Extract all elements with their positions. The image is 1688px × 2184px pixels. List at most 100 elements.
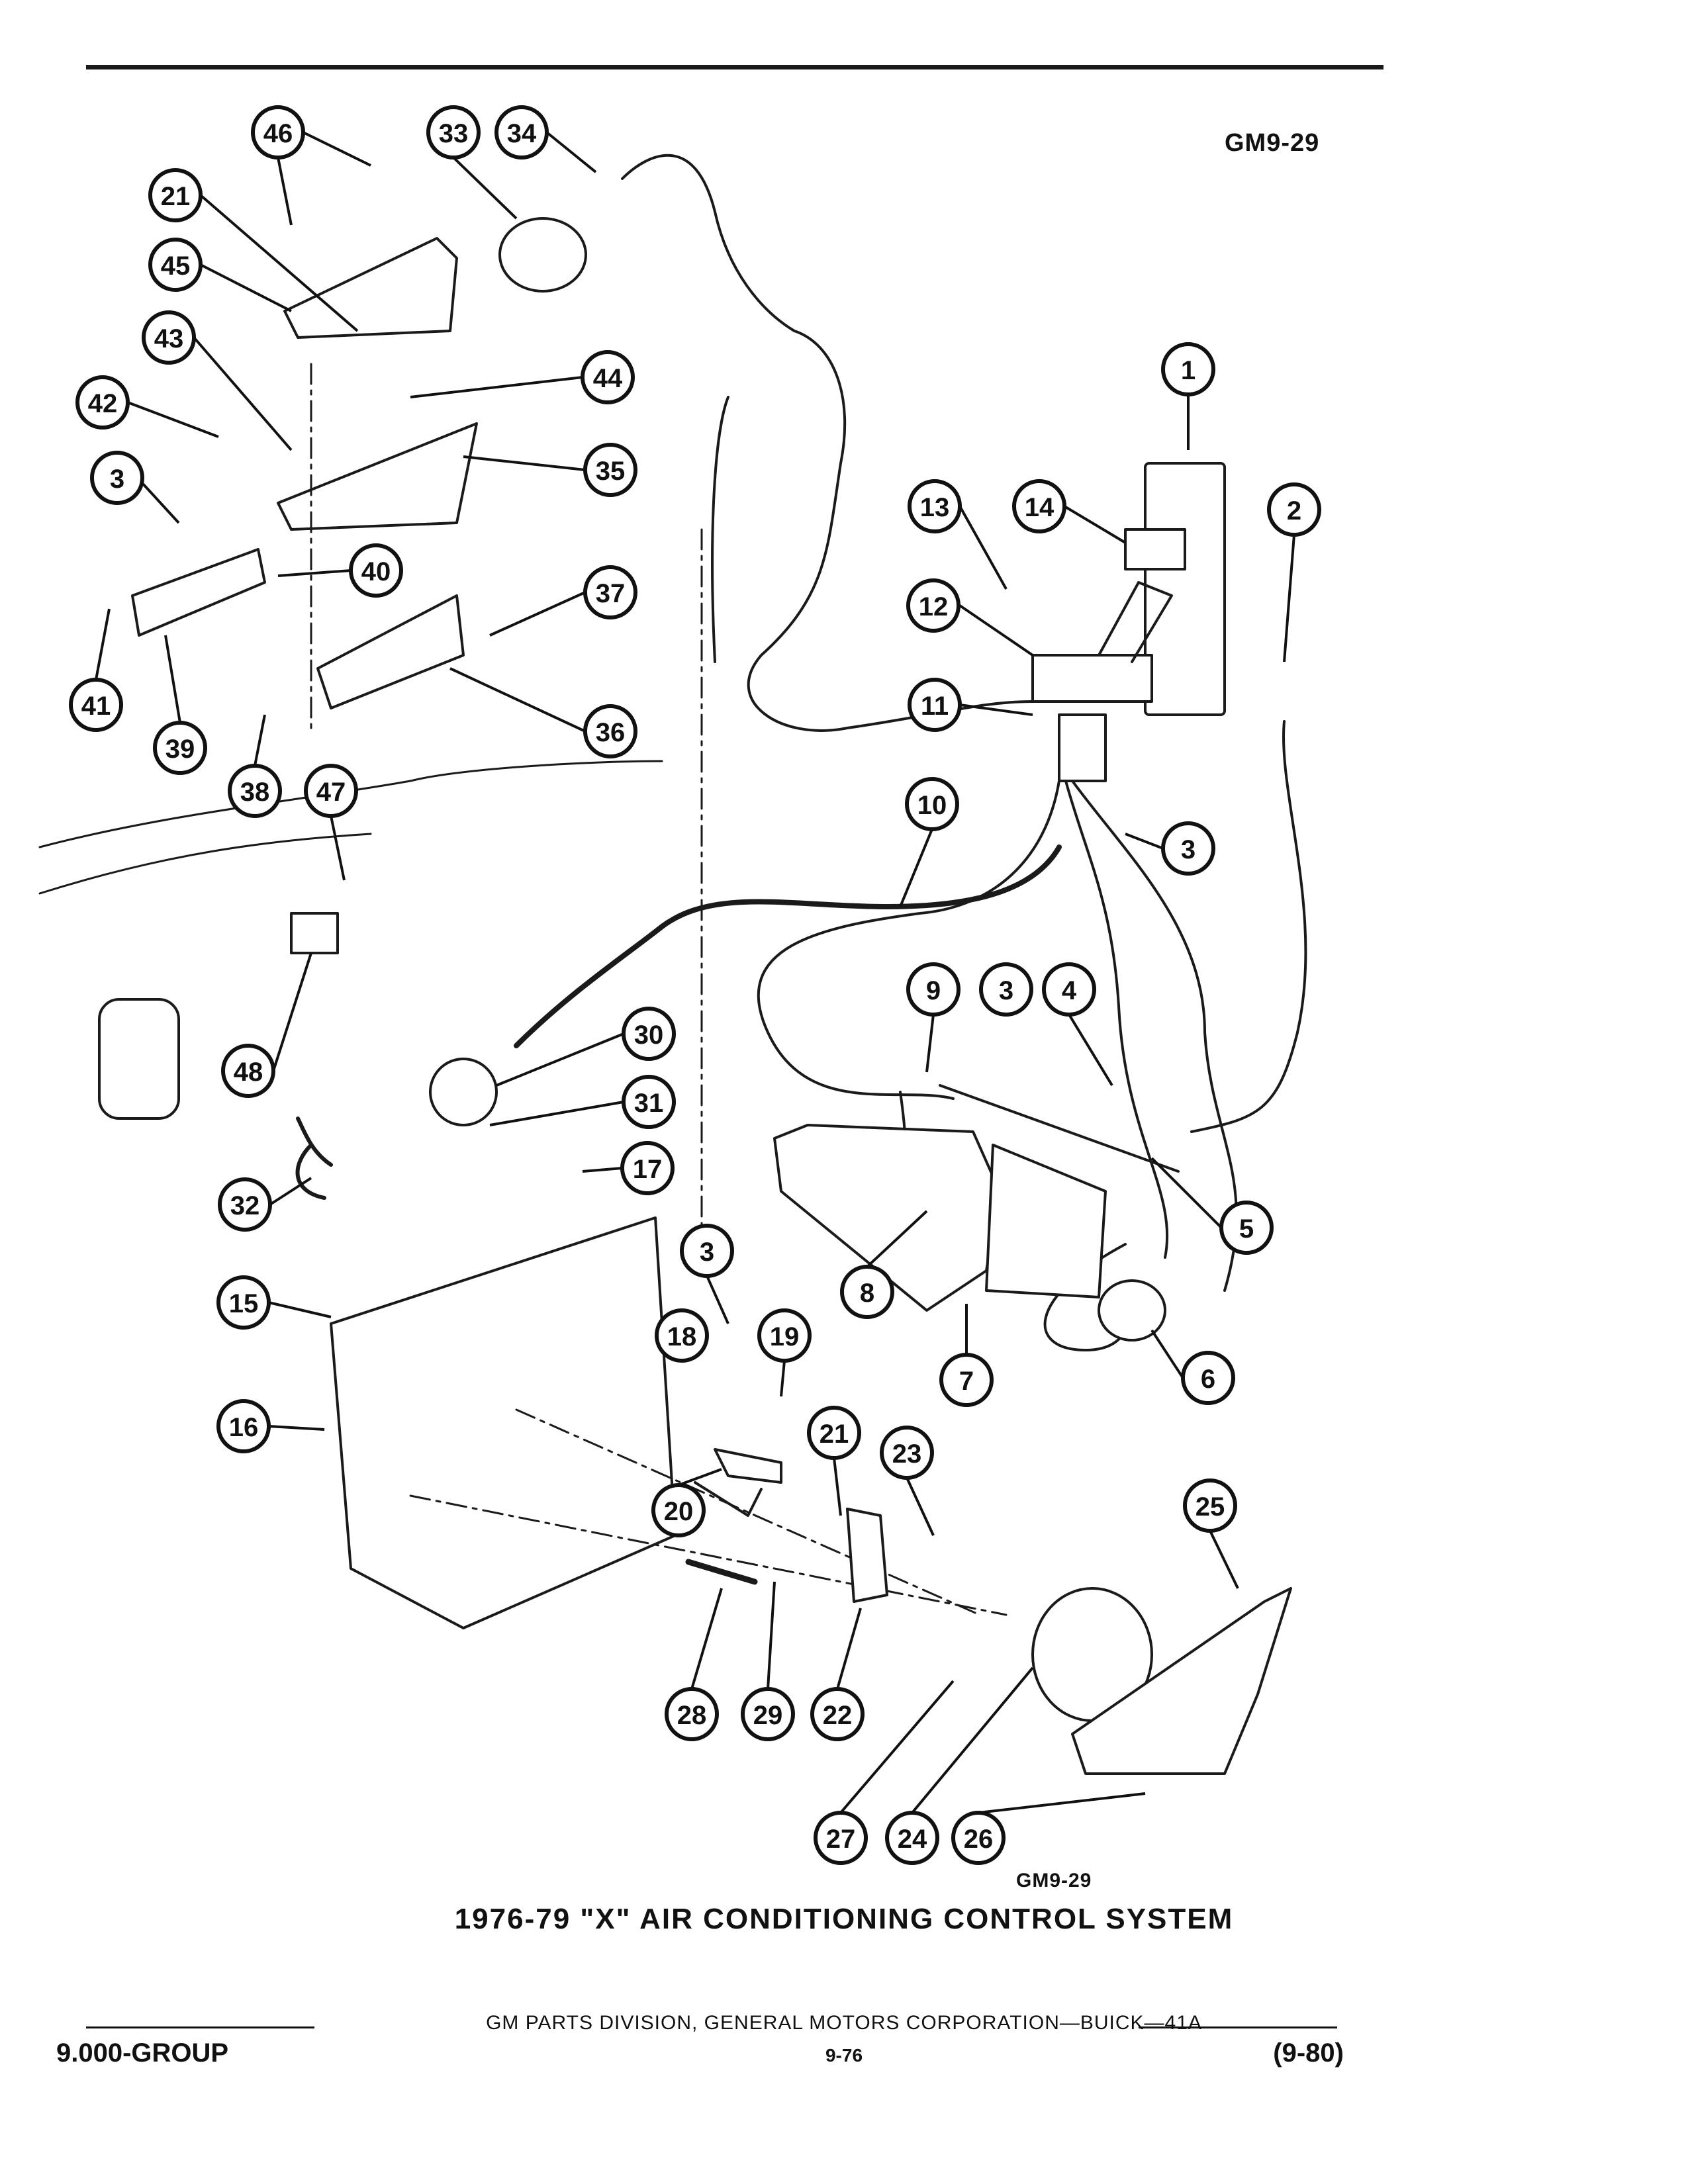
callout-5: 5	[1219, 1201, 1274, 1255]
svg-text:1: 1	[1181, 356, 1196, 385]
callout-11: 11	[908, 678, 962, 732]
svg-text:17: 17	[633, 1155, 663, 1184]
callout-4: 4	[1042, 962, 1096, 1017]
svg-text:4: 4	[1062, 976, 1077, 1005]
door-gasket-plate	[131, 548, 266, 637]
callout-27: 27	[814, 1811, 868, 1865]
callout-47: 47	[304, 764, 358, 818]
callout-12: 12	[906, 578, 961, 633]
relay-48	[290, 912, 339, 954]
hose-32	[295, 1116, 333, 1200]
svg-text:18: 18	[667, 1322, 697, 1351]
callout-20: 20	[651, 1483, 706, 1537]
svg-text:9: 9	[926, 976, 941, 1005]
footer-group: 9.000-GROUP	[56, 2038, 229, 2068]
callout-24: 24	[885, 1811, 939, 1865]
callout-14: 14	[1012, 479, 1066, 533]
callout-43: 43	[142, 310, 196, 365]
harness-left	[514, 844, 1062, 1048]
callout-22: 22	[810, 1687, 865, 1741]
vent-outlet	[985, 1144, 1107, 1298]
control-cable	[1190, 720, 1307, 1133]
callout-35: 35	[583, 443, 637, 497]
svg-text:25: 25	[1196, 1492, 1225, 1522]
control-switch	[1124, 528, 1186, 570]
leader-diagonal-2	[409, 1494, 1008, 1616]
air-valve-door	[277, 422, 478, 531]
control-head-housing	[1144, 462, 1226, 716]
control-lever	[1098, 581, 1173, 663]
callout-15: 15	[216, 1275, 271, 1330]
callouts: 1 2 3 3 3 3 4 5 6 7 8 9 10 11 12 13 14 1…	[69, 105, 1321, 1865]
svg-text:14: 14	[1025, 493, 1055, 522]
svg-text:34: 34	[507, 119, 537, 148]
callout-42: 42	[75, 375, 130, 430]
svg-text:24: 24	[898, 1825, 927, 1854]
svg-text:22: 22	[823, 1701, 853, 1730]
callout-13: 13	[908, 479, 962, 533]
svg-text:3: 3	[110, 465, 124, 494]
svg-text:19: 19	[770, 1322, 800, 1351]
svg-text:44: 44	[593, 364, 623, 393]
svg-text:35: 35	[596, 457, 626, 486]
hose-right-branch	[1071, 780, 1238, 1292]
callout-30: 30	[622, 1007, 676, 1061]
callout-33: 33	[426, 105, 481, 159]
svg-text:23: 23	[892, 1439, 922, 1469]
svg-text:45: 45	[161, 251, 191, 281]
svg-text:32: 32	[230, 1191, 260, 1220]
svg-text:37: 37	[596, 579, 626, 608]
callout-36: 36	[583, 704, 637, 758]
heater-case-panel	[330, 1216, 677, 1629]
svg-text:7: 7	[959, 1367, 974, 1396]
callout-7: 7	[939, 1353, 994, 1407]
svg-text:33: 33	[439, 119, 469, 148]
callout-29: 29	[741, 1687, 795, 1741]
callout-44: 44	[581, 350, 635, 404]
svg-text:6: 6	[1201, 1365, 1215, 1394]
footer-date: (9-80)	[1273, 2038, 1344, 2068]
callout-18: 18	[655, 1308, 709, 1363]
callout-6: 6	[1181, 1351, 1235, 1405]
leader-arrows	[95, 131, 1295, 1814]
svg-text:41: 41	[81, 692, 111, 721]
leader-diagonal	[515, 1408, 981, 1616]
footer-page-number: 9-76	[825, 2045, 863, 2066]
svg-text:48: 48	[234, 1058, 263, 1087]
svg-text:31: 31	[634, 1089, 664, 1118]
vacuum-hose-branch	[711, 396, 729, 663]
callout-45: 45	[148, 238, 203, 292]
svg-text:13: 13	[920, 493, 950, 522]
figure-code-top: GM9-29	[1225, 129, 1320, 157]
figure-title: 1976-79 "X" AIR CONDITIONING CONTROL SYS…	[454, 1903, 1234, 1935]
callout-3d: 3	[680, 1224, 734, 1278]
engine-compartment-outline	[38, 760, 663, 848]
vacuum-actuator-6-body	[1098, 1279, 1166, 1342]
top-rule	[86, 65, 1383, 69]
svg-text:47: 47	[316, 778, 346, 807]
callout-21b: 21	[807, 1406, 861, 1460]
cable-rod	[939, 1084, 1180, 1173]
callout-26: 26	[951, 1811, 1006, 1865]
callout-25: 25	[1183, 1479, 1237, 1533]
callout-1: 1	[1161, 342, 1215, 396]
vacuum-hose-main	[621, 154, 1034, 732]
callout-10: 10	[905, 777, 959, 831]
callout-40: 40	[349, 543, 403, 598]
hose-to-vent	[757, 780, 1060, 1100]
door-lever	[316, 594, 465, 709]
callout-17: 17	[620, 1141, 675, 1195]
svg-text:11: 11	[921, 692, 949, 721]
svg-text:29: 29	[753, 1701, 783, 1730]
callout-19: 19	[757, 1308, 812, 1363]
svg-text:40: 40	[361, 557, 391, 586]
callout-32: 32	[218, 1177, 272, 1232]
vacuum-actuator-33-body	[498, 217, 587, 293]
control-head-shaft	[1058, 713, 1107, 782]
svg-text:26: 26	[964, 1825, 994, 1854]
footer-rule-right	[1139, 2026, 1337, 2028]
callout-3b: 3	[1161, 821, 1215, 876]
accumulator	[98, 998, 180, 1120]
svg-text:10: 10	[917, 791, 947, 820]
